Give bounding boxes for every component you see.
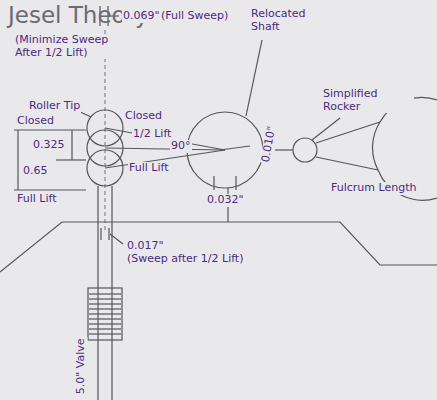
head-outline: [0, 222, 437, 272]
valve-stem: [97, 186, 98, 400]
sweep-tick: [100, 228, 101, 240]
part-name: Fulcrum Length: [330, 182, 417, 195]
dimension-line: [17, 130, 18, 190]
part-name: Roller Tip: [28, 100, 81, 113]
thread-line: [89, 328, 121, 329]
thread-line: [89, 313, 121, 314]
position-label: Full Lift: [128, 162, 169, 175]
rocker-body: [316, 157, 378, 170]
part-name: Relocated Shaft: [250, 8, 332, 33]
offset-tick: [235, 176, 236, 190]
thread-line: [89, 333, 121, 334]
thread-line: [89, 293, 121, 294]
part-name: 5.0" Valve: [75, 337, 88, 395]
extension-line: [14, 129, 86, 130]
dimension: 0.069": [122, 10, 161, 23]
thread-line: [89, 303, 121, 304]
leader-line: [110, 234, 123, 244]
extension-line: [14, 189, 86, 190]
rocker-body: [316, 122, 380, 143]
subtitle-note: (Minimize Sweep After 1/2 Lift): [14, 34, 124, 59]
thread-line: [89, 308, 121, 309]
position-label: Full Lift: [16, 193, 57, 206]
dimension: 0.325: [32, 139, 66, 152]
arc-line: [105, 128, 225, 150]
dimension: 0.032": [206, 194, 245, 207]
valve-stem: [111, 186, 112, 400]
offset-tick: [213, 176, 214, 190]
angle-label: 90°: [170, 140, 192, 153]
thread-line: [89, 323, 121, 324]
dimension: 0.65: [22, 165, 49, 178]
position-label: 1/2 Lift: [132, 128, 172, 141]
leader-line: [312, 118, 340, 140]
note: (Full Sweep): [160, 10, 229, 23]
leader-line: [246, 40, 262, 116]
sweep-tick: [108, 228, 109, 240]
part-name: Simplified Rocker: [322, 88, 414, 113]
dimension: 0.010": [260, 124, 279, 164]
dimension-line: [71, 130, 72, 160]
arc-line: [105, 148, 225, 150]
thread-line: [89, 298, 121, 299]
note: (Sweep after 1/2 Lift): [126, 253, 248, 266]
extension-line: [56, 159, 86, 160]
rocker-roller: [293, 138, 317, 162]
position-label: Closed: [16, 115, 55, 128]
dimension: 0.017": [126, 240, 165, 253]
thread-line: [89, 318, 121, 319]
shaft-circle: [187, 112, 263, 188]
offset-mark: [220, 146, 250, 150]
position-label: Closed: [124, 110, 163, 123]
thread-lines: [89, 294, 121, 334]
spring-retainer: [88, 288, 122, 340]
